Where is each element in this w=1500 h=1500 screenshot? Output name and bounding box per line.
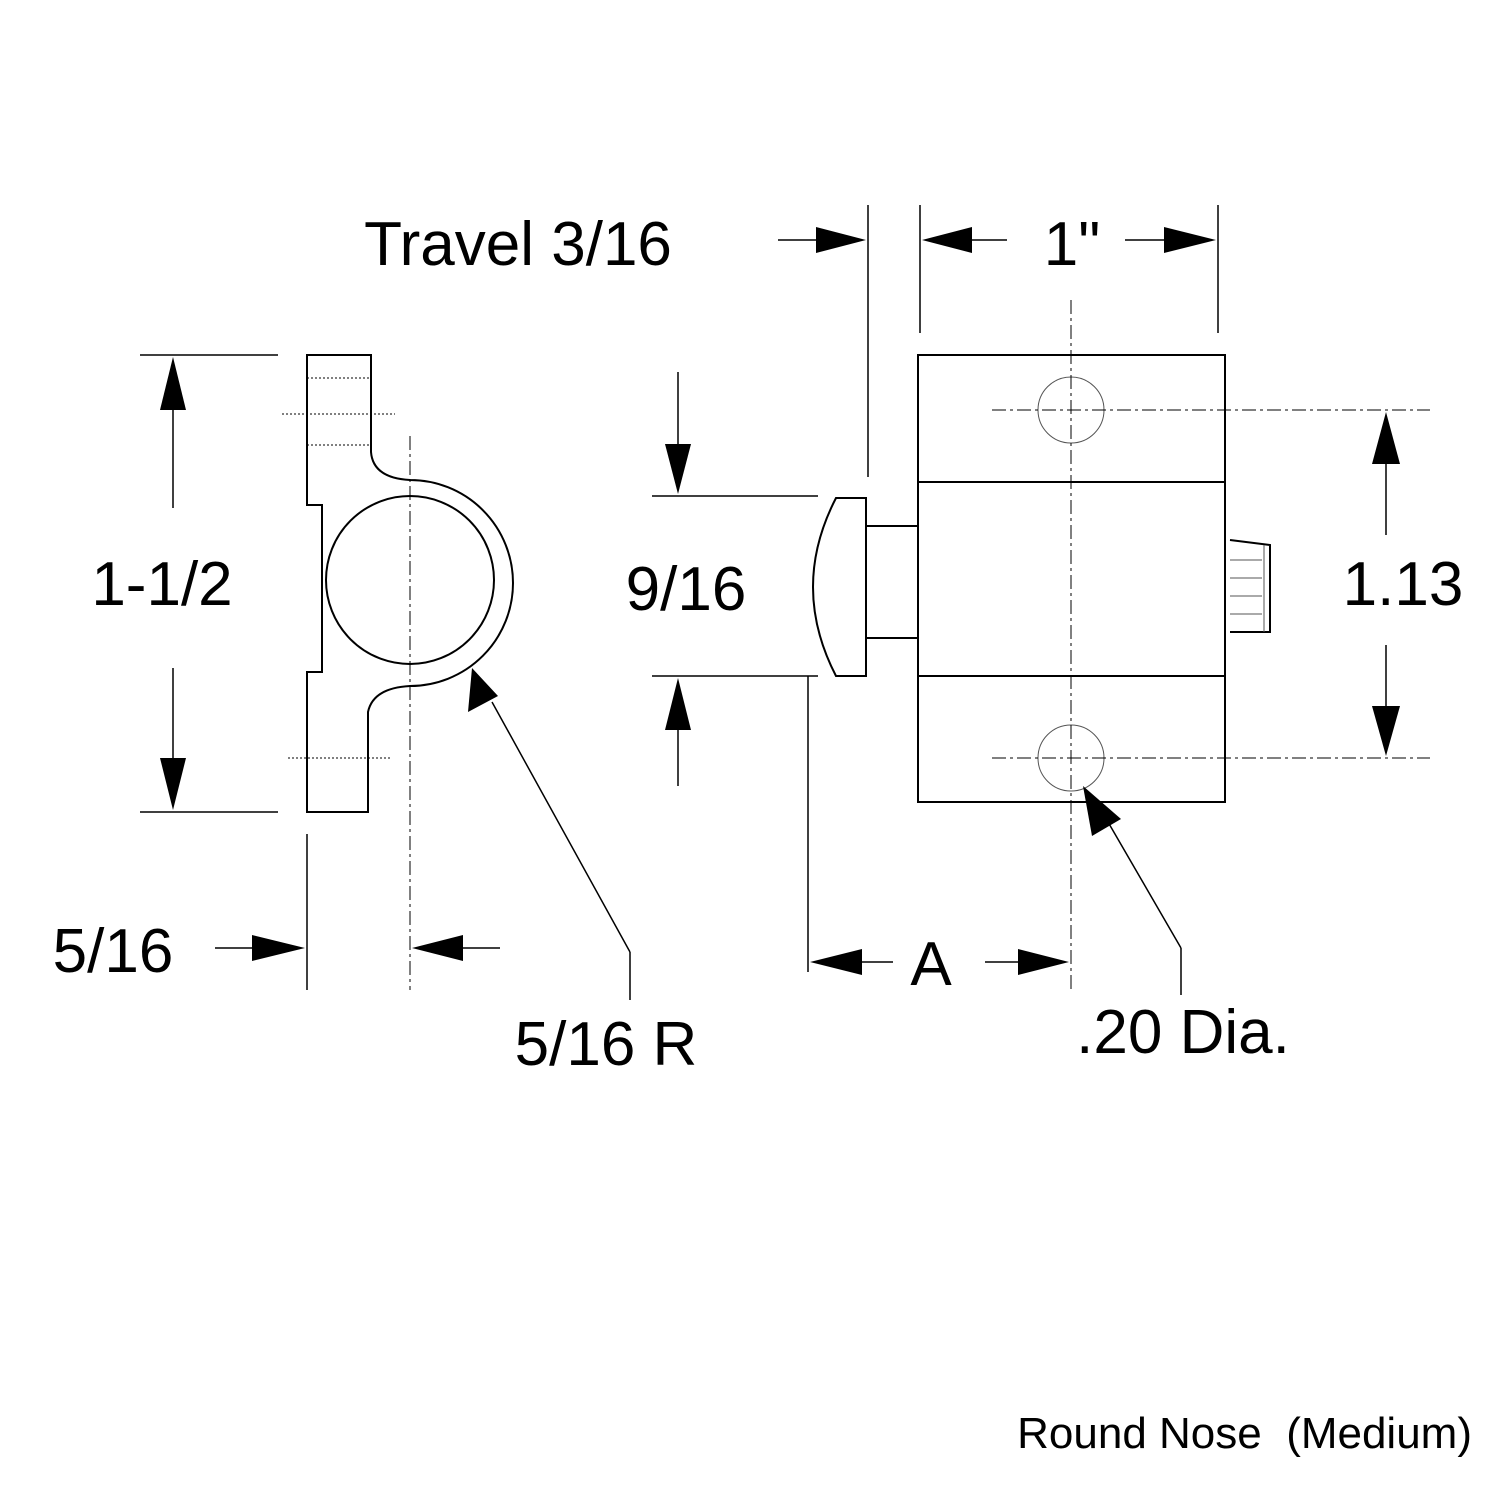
offset-label: 5/16 <box>53 917 174 986</box>
nose-label: 9/16 <box>626 555 747 624</box>
hole-dia-label: .20 Dia. <box>1076 998 1290 1067</box>
dim-1-1-2 <box>140 354 278 813</box>
arrow-icon <box>1164 227 1216 253</box>
travel-label: Travel 3/16 <box>364 210 672 279</box>
arrow-icon <box>1083 786 1121 836</box>
dim-5-16-offset <box>215 834 500 990</box>
round-nose <box>812 497 867 677</box>
arrow-icon <box>160 357 186 410</box>
hole-spacing-label: 1.13 <box>1343 550 1464 619</box>
rear-knob <box>1229 539 1271 633</box>
radius-label: 5/16 R <box>515 1010 698 1079</box>
dim-travel <box>778 205 869 477</box>
arrow-icon <box>816 227 866 253</box>
dim-9-16 <box>652 372 818 786</box>
dim-1-13 <box>1372 412 1400 756</box>
arrow-icon <box>1372 706 1400 756</box>
arrow-icon <box>665 444 691 494</box>
arrow-icon <box>412 935 463 961</box>
arrow-icon <box>810 949 862 975</box>
dim-a <box>807 676 1069 975</box>
arrow-icon <box>252 935 305 961</box>
arrow-icon <box>665 678 691 730</box>
radius-leader <box>468 668 631 1000</box>
arrow-icon <box>922 227 972 253</box>
height-label: 1-1/2 <box>91 550 232 619</box>
caption: Round Nose (Medium) <box>1017 1409 1472 1458</box>
latch-body <box>812 354 1271 803</box>
width-label: 1" <box>1044 210 1101 279</box>
hole-dia-leader <box>1083 786 1182 995</box>
arrow-icon <box>1018 949 1069 975</box>
strike-profile <box>282 354 514 813</box>
dim-1-inch <box>919 205 1219 333</box>
arrow-icon <box>1372 412 1400 464</box>
a-label: A <box>910 930 952 999</box>
arrow-icon <box>468 668 498 712</box>
arrow-icon <box>160 758 186 810</box>
